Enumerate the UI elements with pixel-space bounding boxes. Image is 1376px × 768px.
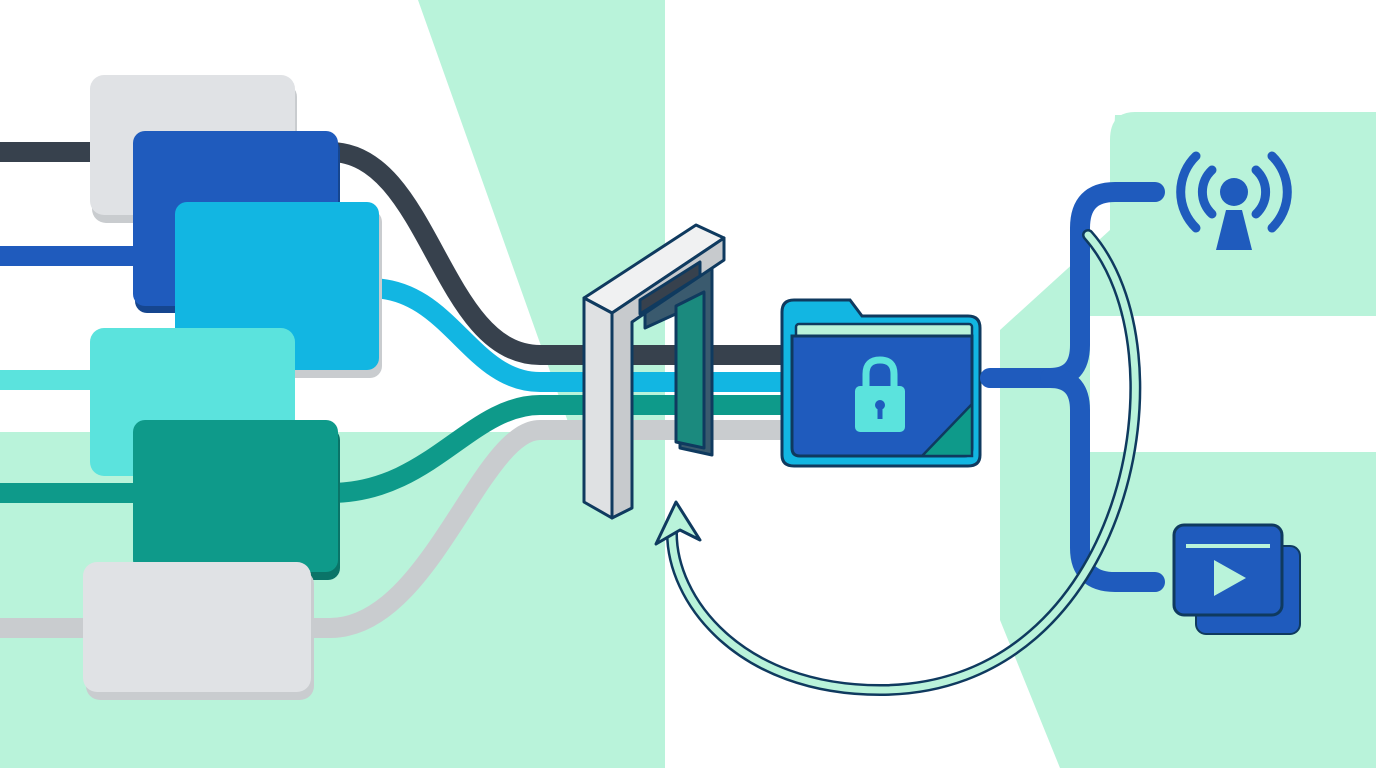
source-cards (83, 75, 382, 700)
feedback-loop-arrow-icon (654, 229, 1142, 697)
mint-panel-center (418, 0, 665, 768)
padlock-shackle (862, 356, 898, 388)
broadcast-center (1220, 178, 1248, 206)
locked-folder-icon (780, 298, 982, 468)
gate-icon (582, 223, 726, 520)
feedback-arrowhead (654, 500, 702, 546)
feedback-arc-inner (668, 231, 1139, 694)
video-play-triangle (1214, 560, 1246, 596)
dark-flow-line (0, 142, 810, 365)
teal-source-card (133, 420, 338, 572)
light-gray-source-card (83, 562, 311, 692)
broadcast-inner-waves (1197, 165, 1271, 219)
gate-front-left-post (582, 296, 614, 520)
folder-corner-fold (919, 400, 974, 458)
gate-slot (638, 260, 702, 316)
video-play-icon (1172, 523, 1301, 635)
broadcast-tower-icon (1176, 151, 1292, 250)
broadcast-outer-waves (1176, 151, 1292, 233)
broadcast-mast (1216, 210, 1252, 250)
teal-flow-line (0, 395, 810, 503)
output-brace (980, 182, 1165, 592)
brace-bottom-branch (1040, 368, 1165, 592)
padlock-keyhole-slot (877, 406, 883, 419)
gray-flow-line (0, 420, 810, 638)
cyan-flow-line (360, 278, 810, 392)
gate-inner-opening (674, 290, 706, 450)
